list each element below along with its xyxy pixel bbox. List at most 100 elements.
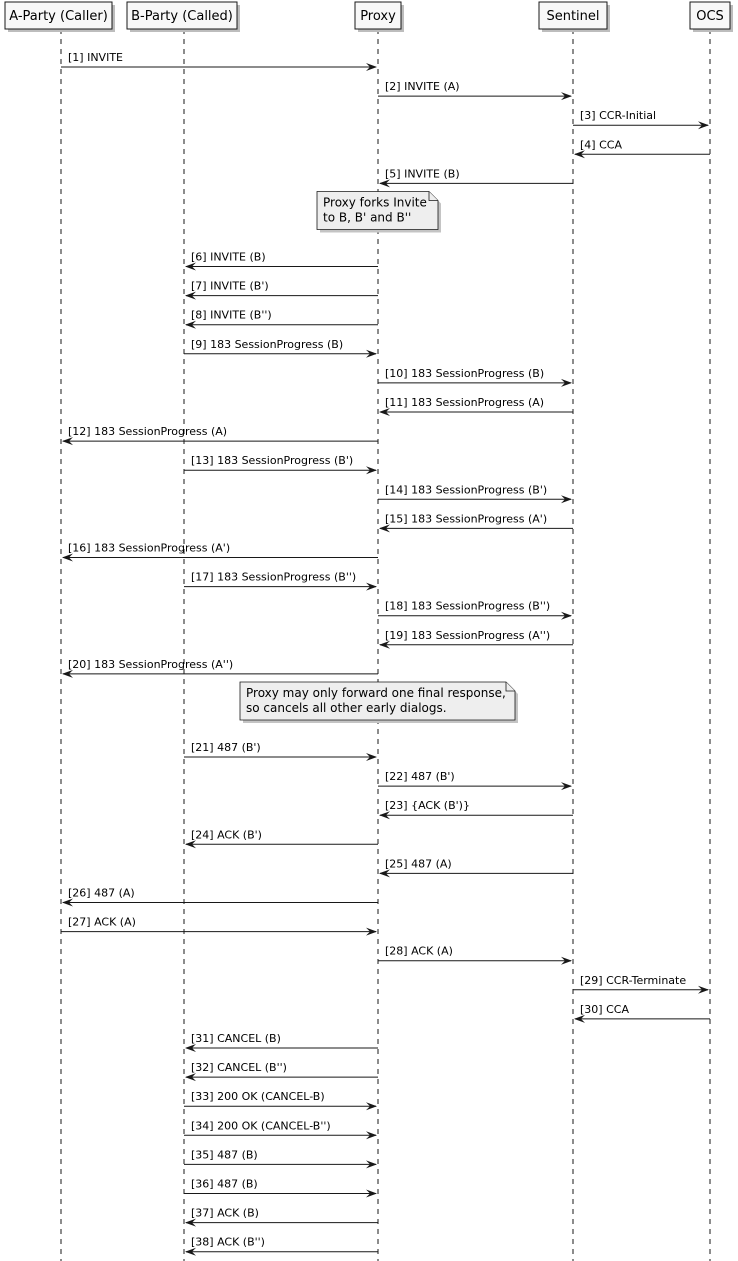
message-arrow-head	[185, 840, 196, 849]
message-label: [28] ACK (A)	[385, 945, 453, 958]
participant-label: Sentinel	[546, 9, 599, 24]
message-label: [35] 487 (B)	[191, 1148, 258, 1161]
message-7: [6] INVITE (B)	[185, 251, 378, 271]
message-label: [15] 183 SessionProgress (A')	[385, 512, 547, 525]
message-29: [27] ACK (A)	[61, 916, 377, 936]
message-arrow-head	[698, 985, 709, 994]
message-arrow-head	[379, 408, 390, 416]
note-box	[239, 681, 516, 721]
message-label: [17] 183 SessionProgress (B'')	[191, 571, 356, 584]
message-label: [21] 487 (B')	[191, 741, 261, 754]
participant-box	[126, 1, 238, 30]
message-label: [14] 183 SessionProgress (B')	[385, 483, 547, 496]
message-label: [7] INVITE (B')	[191, 280, 269, 293]
message-26: [24] ACK (B')	[185, 828, 378, 849]
message-arrow-head	[366, 927, 377, 936]
participant-o: OCS	[689, 1, 733, 32]
message-arrow-head	[185, 1218, 196, 1227]
message-arrow-head	[574, 1014, 585, 1023]
message-label: [30] CCA	[580, 1003, 629, 1016]
message-arrow-head	[561, 495, 572, 504]
message-label: [11] 183 SessionProgress (A)	[385, 396, 544, 409]
message-label: [6] INVITE (B)	[191, 251, 266, 264]
message-arrow-head	[185, 262, 196, 271]
participant-b: B-Party (Called)	[126, 1, 240, 32]
message-arrow-head	[62, 898, 73, 907]
participant-box	[4, 1, 113, 30]
message-label: [27] ACK (A)	[68, 916, 136, 929]
message-33: [31] CANCEL (B)	[185, 1032, 378, 1052]
message-arrow-head	[379, 811, 390, 820]
message-31: [29] CCR-Terminate	[573, 974, 709, 994]
message-arrow-head	[185, 1073, 196, 1082]
message-label: [23] {ACK (B')}	[385, 799, 470, 812]
note-2: Proxy may only forward one final respons…	[239, 681, 518, 723]
message-arrow-head	[366, 1131, 377, 1140]
participant-label: Proxy	[360, 9, 396, 24]
message-arrow-head	[185, 1247, 196, 1256]
message-arrow-head	[62, 437, 73, 446]
message-arrow-head	[62, 553, 73, 562]
participants: A-Party (Caller) B-Party (Called) Proxy Sen…	[4, 1, 733, 32]
message-arrow-head	[379, 179, 390, 188]
message-5: [5] INVITE (B)	[379, 167, 573, 188]
message-37: [35] 487 (B)	[184, 1148, 377, 1169]
message-label: [3] CCR-Initial	[580, 109, 656, 122]
message-label: [19] 183 SessionProgress (A'')	[385, 629, 550, 642]
message-arrow-head	[561, 378, 572, 387]
participant-a: A-Party (Caller)	[4, 1, 115, 32]
message-9: [8] INVITE (B'')	[185, 309, 378, 329]
message-arrow-head	[366, 466, 377, 475]
participant-box	[538, 1, 608, 30]
message-arrow-head	[366, 582, 377, 591]
message-arrow-head	[185, 1044, 196, 1052]
message-label: [22] 487 (B')	[385, 770, 455, 783]
message-15: [14] 183 SessionProgress (B')	[378, 483, 572, 504]
message-arrow-head	[379, 640, 390, 649]
message-label: [36] 487 (B)	[191, 1178, 258, 1191]
message-40: [38] ACK (B'')	[185, 1236, 378, 1256]
note-box	[316, 191, 439, 230]
message-4: [4] CCA	[574, 138, 710, 159]
message-arrow-head	[366, 1160, 377, 1169]
participant-s: Sentinel	[538, 1, 610, 32]
note-line: to B, B' and B''	[323, 211, 411, 225]
message-arrow-head	[366, 349, 377, 358]
message-label: [2] INVITE (A)	[385, 80, 460, 93]
message-3: [3] CCR-Initial	[573, 109, 709, 130]
participant-label: A-Party (Caller)	[9, 9, 108, 24]
participant-label: OCS	[696, 9, 724, 24]
message-arrow-head	[561, 611, 572, 620]
message-17: [16] 183 SessionProgress (A')	[62, 542, 378, 562]
message-arrow-head	[366, 63, 377, 71]
message-label: [4] CCA	[580, 138, 622, 151]
message-24: [22] 487 (B')	[378, 770, 572, 791]
message-arrow-head	[366, 1189, 377, 1198]
message-arrow-head	[561, 92, 572, 101]
message-10: [9] 183 SessionProgress (B)	[184, 338, 377, 358]
message-23: [21] 487 (B')	[184, 741, 377, 761]
messages: [1] INVITE[2] INVITE (A)[3] CCR-Initial[…	[61, 51, 710, 1256]
message-label: [9] 183 SessionProgress (B)	[191, 338, 343, 351]
message-label: [34] 200 OK (CANCEL-B'')	[191, 1119, 331, 1132]
message-label: [37] ACK (B)	[191, 1207, 259, 1220]
message-8: [7] INVITE (B')	[185, 280, 378, 300]
note-line: so cancels all other early dialogs.	[246, 701, 447, 715]
message-label: [10] 183 SessionProgress (B)	[385, 367, 544, 380]
message-arrow-head	[185, 320, 196, 329]
message-21: [20] 183 SessionProgress (A'')	[62, 658, 378, 678]
message-arrow-head	[366, 1102, 377, 1111]
participant-box	[354, 1, 402, 30]
message-label: [20] 183 SessionProgress (A'')	[68, 658, 233, 671]
message-label: [18] 183 SessionProgress (B'')	[385, 600, 550, 613]
note-fold	[505, 682, 515, 692]
message-19: [18] 183 SessionProgress (B'')	[378, 600, 572, 620]
participant-p: Proxy	[354, 1, 404, 32]
message-14: [13] 183 SessionProgress (B')	[184, 454, 377, 475]
message-label: [24] ACK (B')	[191, 828, 262, 841]
message-label: [5] INVITE (B)	[385, 167, 460, 180]
message-label: [31] CANCEL (B)	[191, 1032, 281, 1045]
